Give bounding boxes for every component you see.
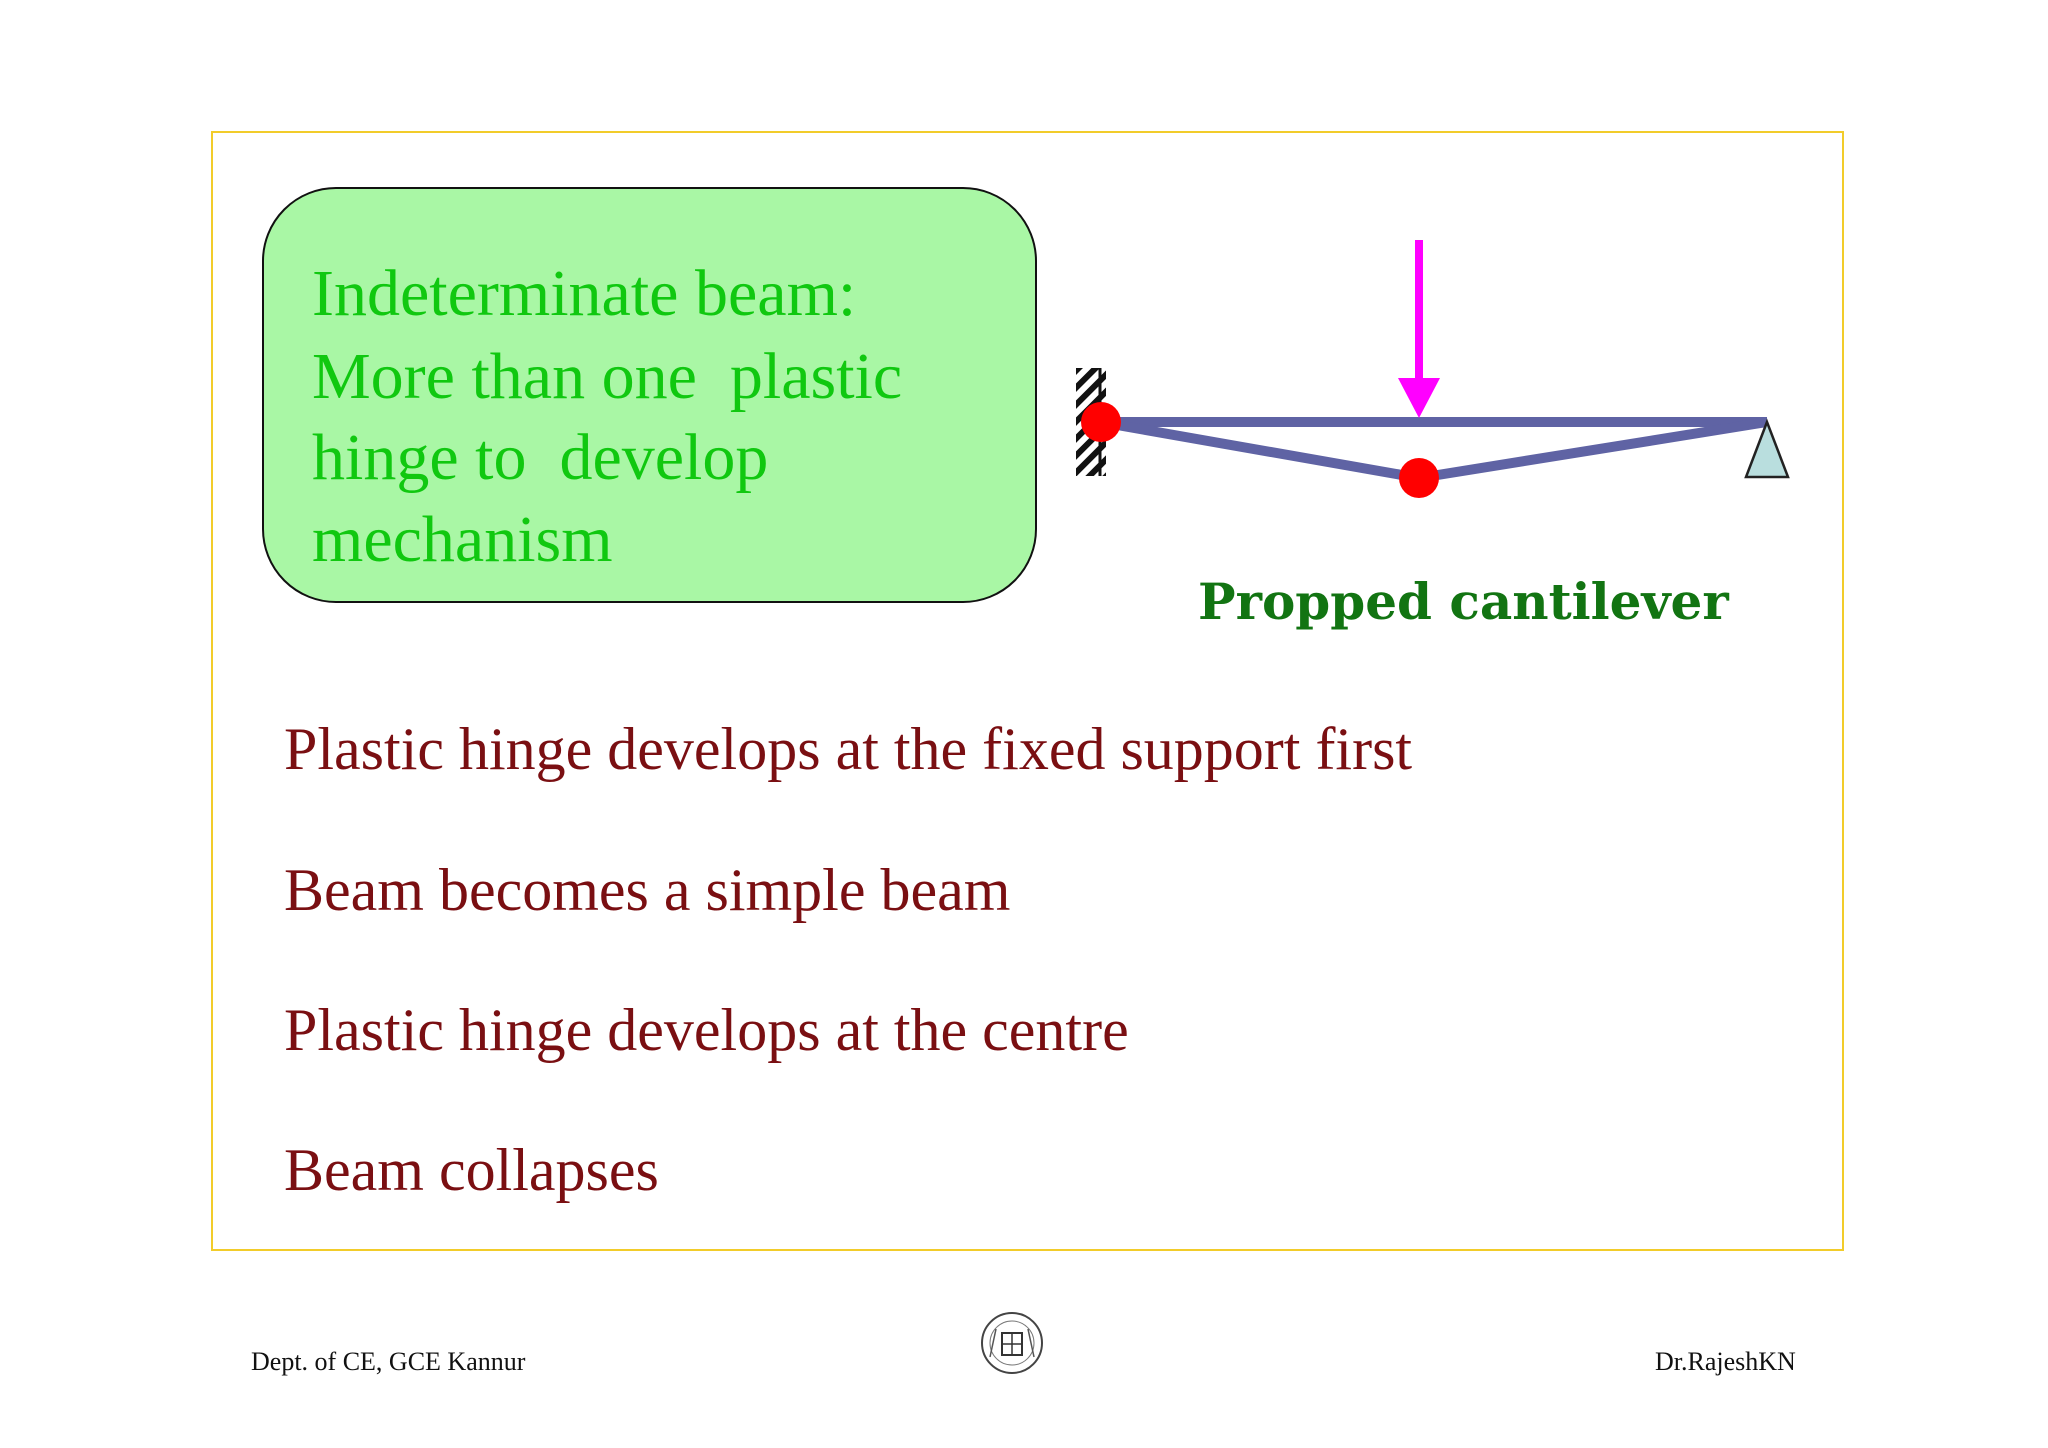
diagram-caption: Propped cantilever	[1198, 572, 1729, 631]
roller-support	[1744, 418, 1790, 479]
step-2: Beam becomes a simple beam	[284, 857, 1011, 923]
plastic-hinge-fixed-end	[1081, 402, 1121, 442]
footer-author: Dr.RajeshKN	[1655, 1347, 1796, 1376]
callout-line-2: More than one plastic	[312, 340, 903, 413]
plastic-hinge-centre	[1399, 458, 1439, 498]
step-4: Beam collapses	[284, 1137, 659, 1203]
callout-box: Indeterminate beam: More than one plasti…	[262, 187, 1037, 603]
callout-line-1: Indeterminate beam:	[312, 257, 857, 330]
load-arrow-head	[1398, 378, 1440, 418]
college-emblem-logo	[981, 1312, 1043, 1374]
slide-frame	[211, 131, 1844, 1251]
callout-line-4: mechanism	[312, 503, 613, 576]
footer-department: Dept. of CE, GCE Kannur	[251, 1347, 526, 1376]
step-1: Plastic hinge develops at the fixed supp…	[284, 716, 1413, 782]
step-3: Plastic hinge develops at the centre	[284, 997, 1129, 1063]
callout-line-3: hinge to develop	[312, 421, 769, 494]
